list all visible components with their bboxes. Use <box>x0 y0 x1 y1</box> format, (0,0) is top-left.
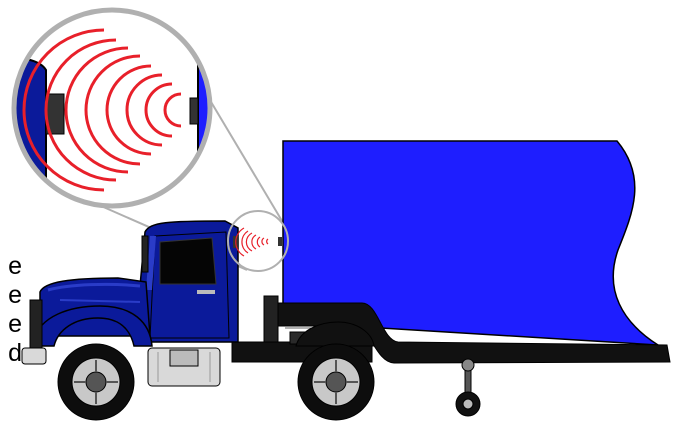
caption-letter: e <box>0 252 22 281</box>
cropped-caption-text: e e e d <box>0 252 22 368</box>
magnified-inset <box>0 0 238 220</box>
small-signal-waves-icon <box>236 228 268 256</box>
caption-letter: d <box>0 339 22 368</box>
trailer-sensor-icon <box>278 237 282 246</box>
small-sensor-region <box>228 211 288 271</box>
grille <box>30 300 42 348</box>
inset-cab-edge <box>0 58 46 201</box>
landing-gear <box>456 359 480 416</box>
caption-letter: e <box>0 310 22 339</box>
front-bumper <box>22 348 46 364</box>
inset-trailer-sensor-icon <box>190 98 198 124</box>
cab-window <box>160 238 216 284</box>
front-wheel <box>58 344 134 420</box>
caption-letter: e <box>0 281 22 310</box>
inset-trailer-edge <box>198 0 238 220</box>
rear-wheel <box>298 344 374 420</box>
